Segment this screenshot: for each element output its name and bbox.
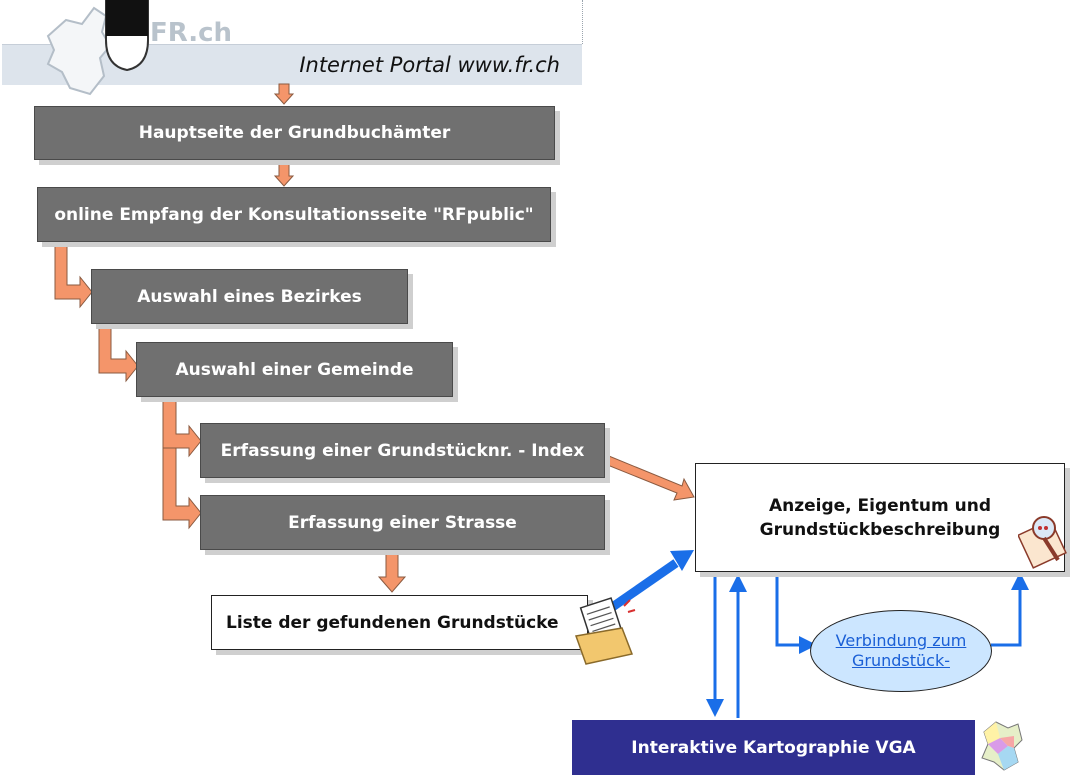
arrow-down-3 bbox=[377, 549, 407, 593]
arrow-diagonal bbox=[599, 453, 695, 501]
main-page-label: Hauptseite der Grundbuchämter bbox=[138, 123, 451, 143]
arrow-down-2 bbox=[273, 159, 295, 187]
parcel-list-box: Liste der gefundenen Grundstücke bbox=[211, 595, 588, 650]
result-label-line1: Anzeige, Eigentum und bbox=[768, 495, 992, 516]
parcel-list-label: Liste der gefundenen Grundstücke bbox=[226, 612, 559, 633]
main-page-box: Hauptseite der Grundbuchämter bbox=[34, 106, 555, 160]
header-divider-line bbox=[582, 0, 583, 44]
document-magnifier-icon bbox=[1018, 516, 1067, 569]
cartography-label: Interaktive Kartographie VGA bbox=[631, 737, 916, 758]
consultation-page-box: online Empfang der Konsultationsseite "R… bbox=[37, 187, 551, 242]
parcel-link[interactable]: Verbindung zum Grundstück- bbox=[836, 631, 967, 671]
select-municipality-label: Auswahl einer Gemeinde bbox=[175, 359, 414, 380]
arrow-bend-4 bbox=[162, 447, 202, 530]
portal-banner-text: Internet Portal www.fr.ch bbox=[299, 53, 560, 77]
select-municipality-box: Auswahl einer Gemeinde bbox=[136, 342, 453, 397]
enter-street-label: Erfassung einer Strasse bbox=[288, 512, 517, 533]
fribourg-map-logo-icon bbox=[46, 6, 112, 96]
parcel-link-line2: Grundstück- bbox=[851, 651, 950, 670]
parcel-link-ellipse[interactable]: Verbindung zum Grundstück- bbox=[810, 610, 992, 692]
cartography-box: Interaktive Kartographie VGA bbox=[572, 720, 975, 775]
enter-parcel-number-box: Erfassung einer Grundstücknr. - Index bbox=[200, 423, 605, 478]
fribourg-shield-icon bbox=[105, 0, 149, 72]
arrow-bend-1 bbox=[54, 241, 93, 309]
arrow-down-1 bbox=[273, 83, 295, 105]
result-box: Anzeige, Eigentum und Grundstückbeschrei… bbox=[695, 463, 1065, 572]
result-label-line2: Grundstückbeschreibung bbox=[759, 519, 1001, 540]
select-district-box: Auswahl eines Bezirkes bbox=[91, 269, 408, 324]
folder-documents-icon bbox=[574, 597, 636, 665]
enter-parcel-number-label: Erfassung einer Grundstücknr. - Index bbox=[220, 440, 585, 461]
parcel-link-line1: Verbindung zum bbox=[835, 631, 967, 650]
portal-logo-text: FR.ch bbox=[150, 18, 233, 48]
arrow-bend-3 bbox=[162, 394, 202, 458]
colored-map-icon bbox=[981, 721, 1023, 771]
select-district-label: Auswahl eines Bezirkes bbox=[137, 286, 362, 307]
arrow-bend-2 bbox=[98, 322, 139, 383]
enter-street-box: Erfassung einer Strasse bbox=[200, 495, 605, 550]
consultation-page-label: online Empfang der Konsultationsseite "R… bbox=[54, 204, 534, 225]
